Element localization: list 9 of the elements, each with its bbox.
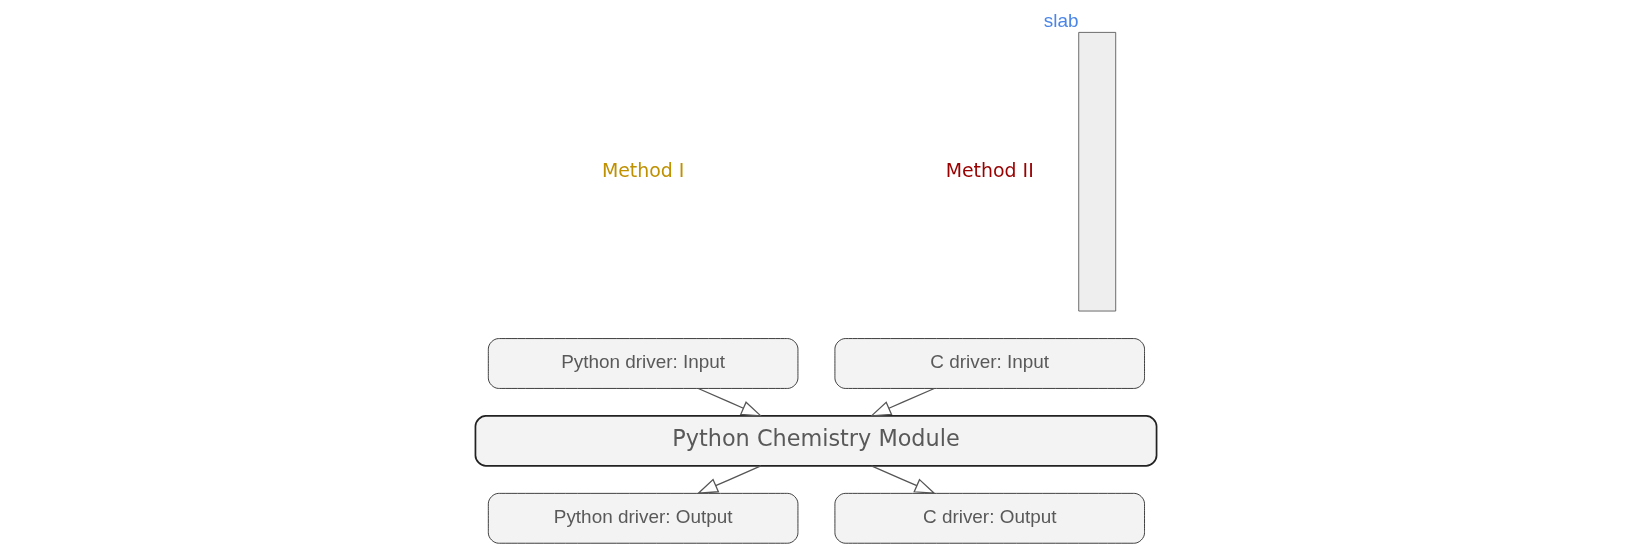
node-box: C driver: Input: [834, 338, 1145, 389]
node-box: Python Chemistry Module: [474, 415, 1158, 467]
node-box: Python driver: Input: [487, 338, 799, 389]
node-box: C driver: Output: [834, 492, 1145, 544]
label: Method I: [601, 158, 685, 181]
node-bar: [1078, 31, 1117, 312]
label: Method II: [945, 158, 1034, 181]
node-box: Python driver: Output: [487, 492, 799, 544]
node-label: slab: [1043, 9, 1079, 31]
